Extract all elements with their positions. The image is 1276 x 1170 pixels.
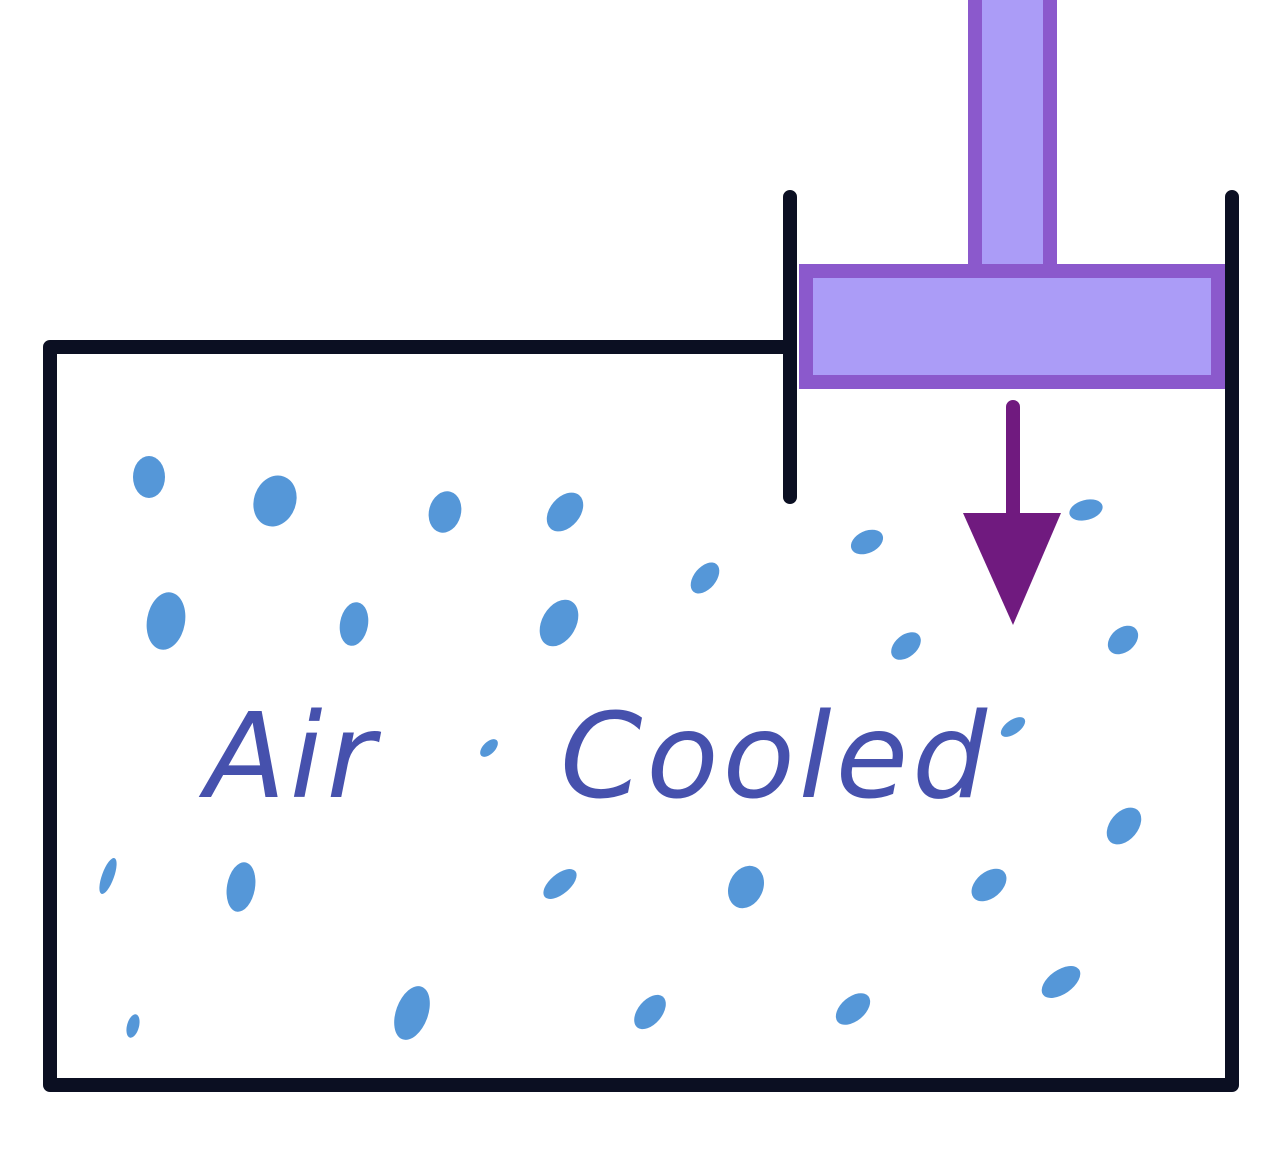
air-particle: [1106, 807, 1142, 845]
air-particle: [891, 632, 921, 660]
air-particle: [394, 986, 430, 1040]
label-cooled: Cooled: [560, 687, 991, 825]
air-particle: [1069, 499, 1103, 521]
air-particle: [126, 1014, 140, 1038]
air-particle: [99, 858, 117, 894]
air-particle: [480, 739, 498, 757]
air-particle: [728, 865, 764, 909]
air-particle: [133, 456, 165, 498]
air-particle: [546, 492, 584, 532]
air-particle: [971, 868, 1007, 902]
air-particle: [1041, 966, 1081, 998]
air-particle: [428, 491, 462, 533]
air-particle: [1107, 625, 1139, 655]
container-outline: [43, 190, 1239, 1092]
air-particle: [539, 599, 579, 647]
air-particle: [146, 592, 186, 650]
piston-rod: [968, 0, 1057, 279]
air-particles: [99, 456, 1142, 1040]
air-particle: [339, 602, 369, 646]
air-particle: [543, 869, 577, 899]
air-particle: [1000, 717, 1026, 737]
air-particle: [850, 529, 884, 555]
down-arrow-icon: [963, 400, 1061, 625]
air-particle: [226, 862, 256, 912]
piston-head: [799, 264, 1225, 389]
air-particle: [835, 993, 871, 1025]
air-particle: [690, 562, 720, 594]
label-air: Air: [198, 687, 382, 825]
air-particle: [253, 475, 297, 527]
air-particle: [634, 994, 666, 1030]
